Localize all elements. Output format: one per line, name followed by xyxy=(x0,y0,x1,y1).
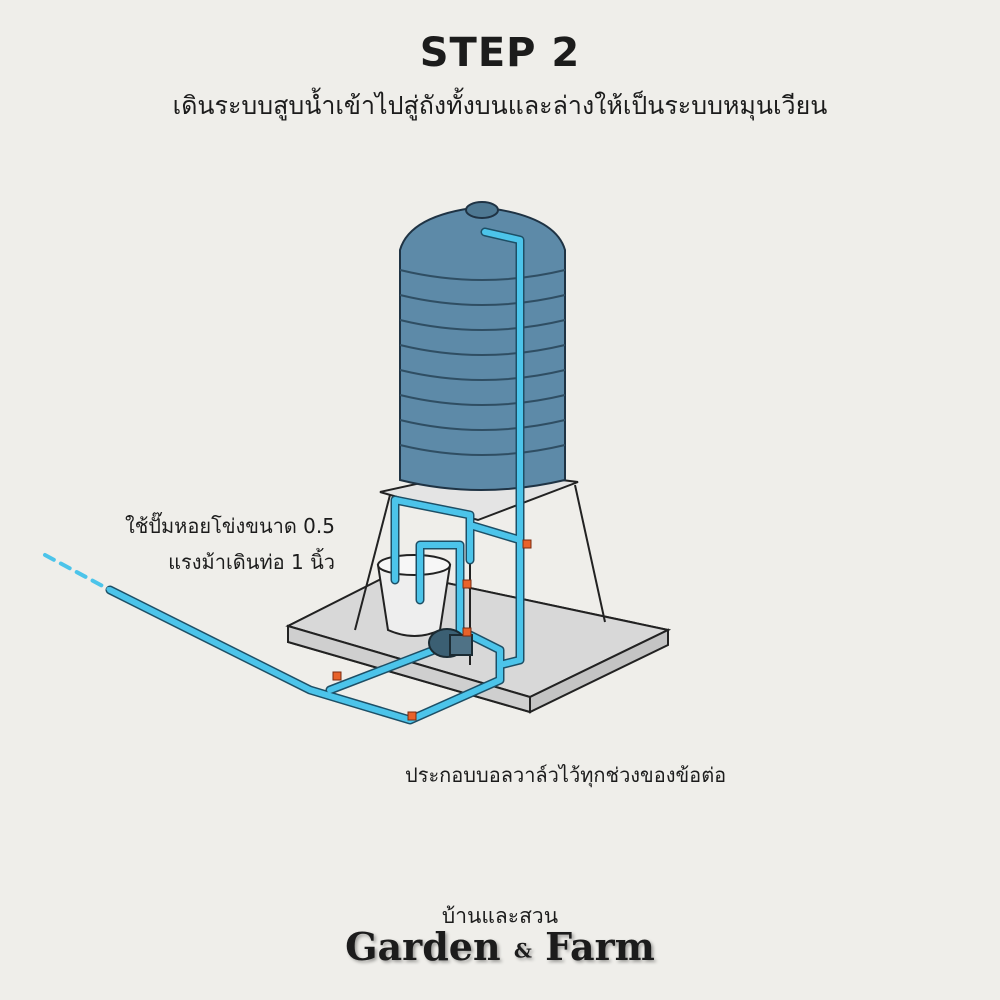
pump-annotation-line2: แรงม้าเดินท่อ 1 นิ้ว xyxy=(168,550,335,574)
ball-valves xyxy=(332,539,532,721)
pump-annotation: ใช้ปั๊มหอยโข่งขนาด 0.5 แรงม้าเดินท่อ 1 น… xyxy=(100,508,335,580)
brand-word-farm: Farm xyxy=(545,924,655,969)
brand-word-garden: Garden xyxy=(345,924,501,969)
centrifugal-pump xyxy=(428,628,473,658)
step-title: STEP 2 xyxy=(419,30,581,76)
brand-thai-name: บ้านและสวน xyxy=(441,904,559,928)
water-tank xyxy=(399,201,566,491)
step-subtitle: เดินระบบสูบน้ำเข้าไปสู่ถังทั้งบนและล่างใ… xyxy=(172,91,828,120)
pump-annotation-line1: ใช้ปั๊มหอยโข่งขนาด 0.5 xyxy=(124,514,335,538)
brand-logo: Garden & Farm xyxy=(0,924,1000,969)
lower-bucket xyxy=(376,554,452,637)
valve-annotation: ประกอบบอลวาล์วไว้ทุกช่วงของข้อต่อ xyxy=(405,763,727,787)
brand-ampersand: & xyxy=(513,938,532,963)
